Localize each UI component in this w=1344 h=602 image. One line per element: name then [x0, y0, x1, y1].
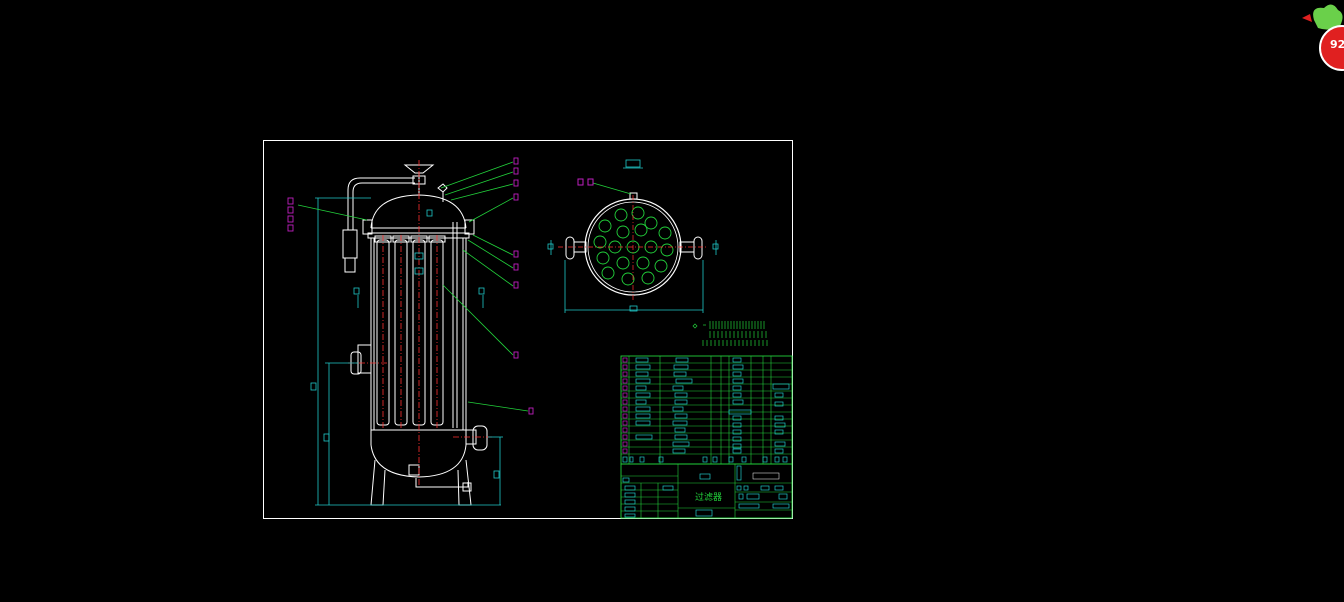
badge-leaf-icon — [1313, 4, 1343, 30]
plan-left-nozzle — [565, 236, 575, 260]
badge-circle-icon — [1319, 25, 1344, 71]
title-block-drawing-name: 过滤器 — [695, 491, 722, 503]
drain-pipe — [415, 478, 469, 488]
floating-badge[interactable] — [1300, 0, 1344, 76]
front-elevation-view — [342, 164, 488, 506]
cad-drawing-canvas: 过滤器 — [263, 140, 793, 519]
title-block: 过滤器 — [620, 463, 793, 519]
plan-view — [547, 159, 719, 313]
outlet-nozzle-body — [357, 344, 372, 374]
lower-nozzle-flange — [472, 425, 488, 451]
sheet-frame — [263, 140, 793, 519]
plan-filter-elements — [593, 206, 674, 286]
part-balloons — [287, 157, 534, 415]
plan-view-label-box — [625, 159, 641, 168]
elevation-dimensions — [310, 197, 503, 506]
cad-drawing-sheet[interactable]: 过滤器 — [263, 140, 793, 519]
plan-right-nozzle — [693, 236, 703, 260]
badge-number: 92 — [1330, 38, 1344, 51]
vent-valve — [437, 183, 448, 193]
inlet-flange — [342, 229, 358, 259]
technical-notes — [692, 321, 768, 346]
drain-box — [408, 464, 420, 476]
badge-graphic — [1302, 4, 1344, 71]
cover-handwheel — [403, 164, 435, 174]
inlet-pipe — [347, 177, 415, 230]
parts-list-table — [620, 355, 793, 465]
leader-lines — [297, 161, 529, 412]
centerlines — [348, 160, 493, 485]
